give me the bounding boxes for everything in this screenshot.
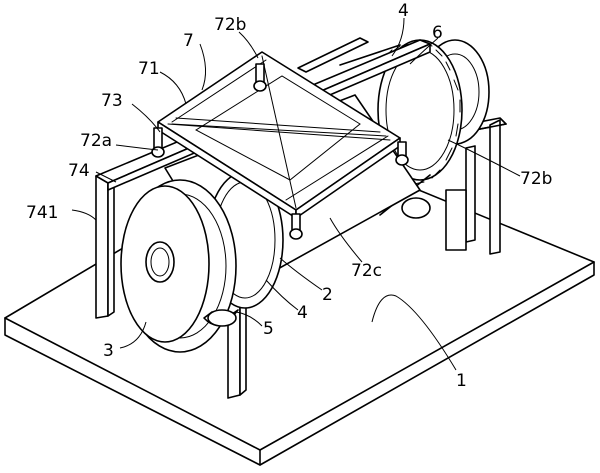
- label-72c: 72c: [351, 261, 382, 281]
- label-72b-right: 72b: [520, 169, 552, 189]
- rear-frame: [297, 37, 507, 255]
- label-3: 3: [103, 341, 114, 361]
- label-72a: 72a: [80, 131, 112, 151]
- label-741: 741: [26, 203, 58, 223]
- top-carriage: [151, 51, 409, 240]
- label-2: 2: [322, 285, 333, 305]
- label-5: 5: [263, 319, 274, 339]
- pinion: [207, 197, 431, 327]
- label-4b: 4: [398, 1, 409, 21]
- label-74: 74: [68, 161, 90, 181]
- label-7: 7: [183, 31, 194, 51]
- leader-lines: [71, 17, 521, 371]
- label-1: 1: [456, 371, 467, 391]
- label-71: 71: [138, 59, 160, 79]
- label-6: 6: [432, 23, 443, 43]
- label-72b-top: 72b: [214, 15, 246, 35]
- reference-labels: 72b 7 71 73 72a 74 741 3 5 4 2 72c 1 72b…: [26, 1, 552, 391]
- label-73: 73: [101, 91, 123, 111]
- label-4a: 4: [297, 303, 308, 323]
- front-wheel: [120, 179, 239, 353]
